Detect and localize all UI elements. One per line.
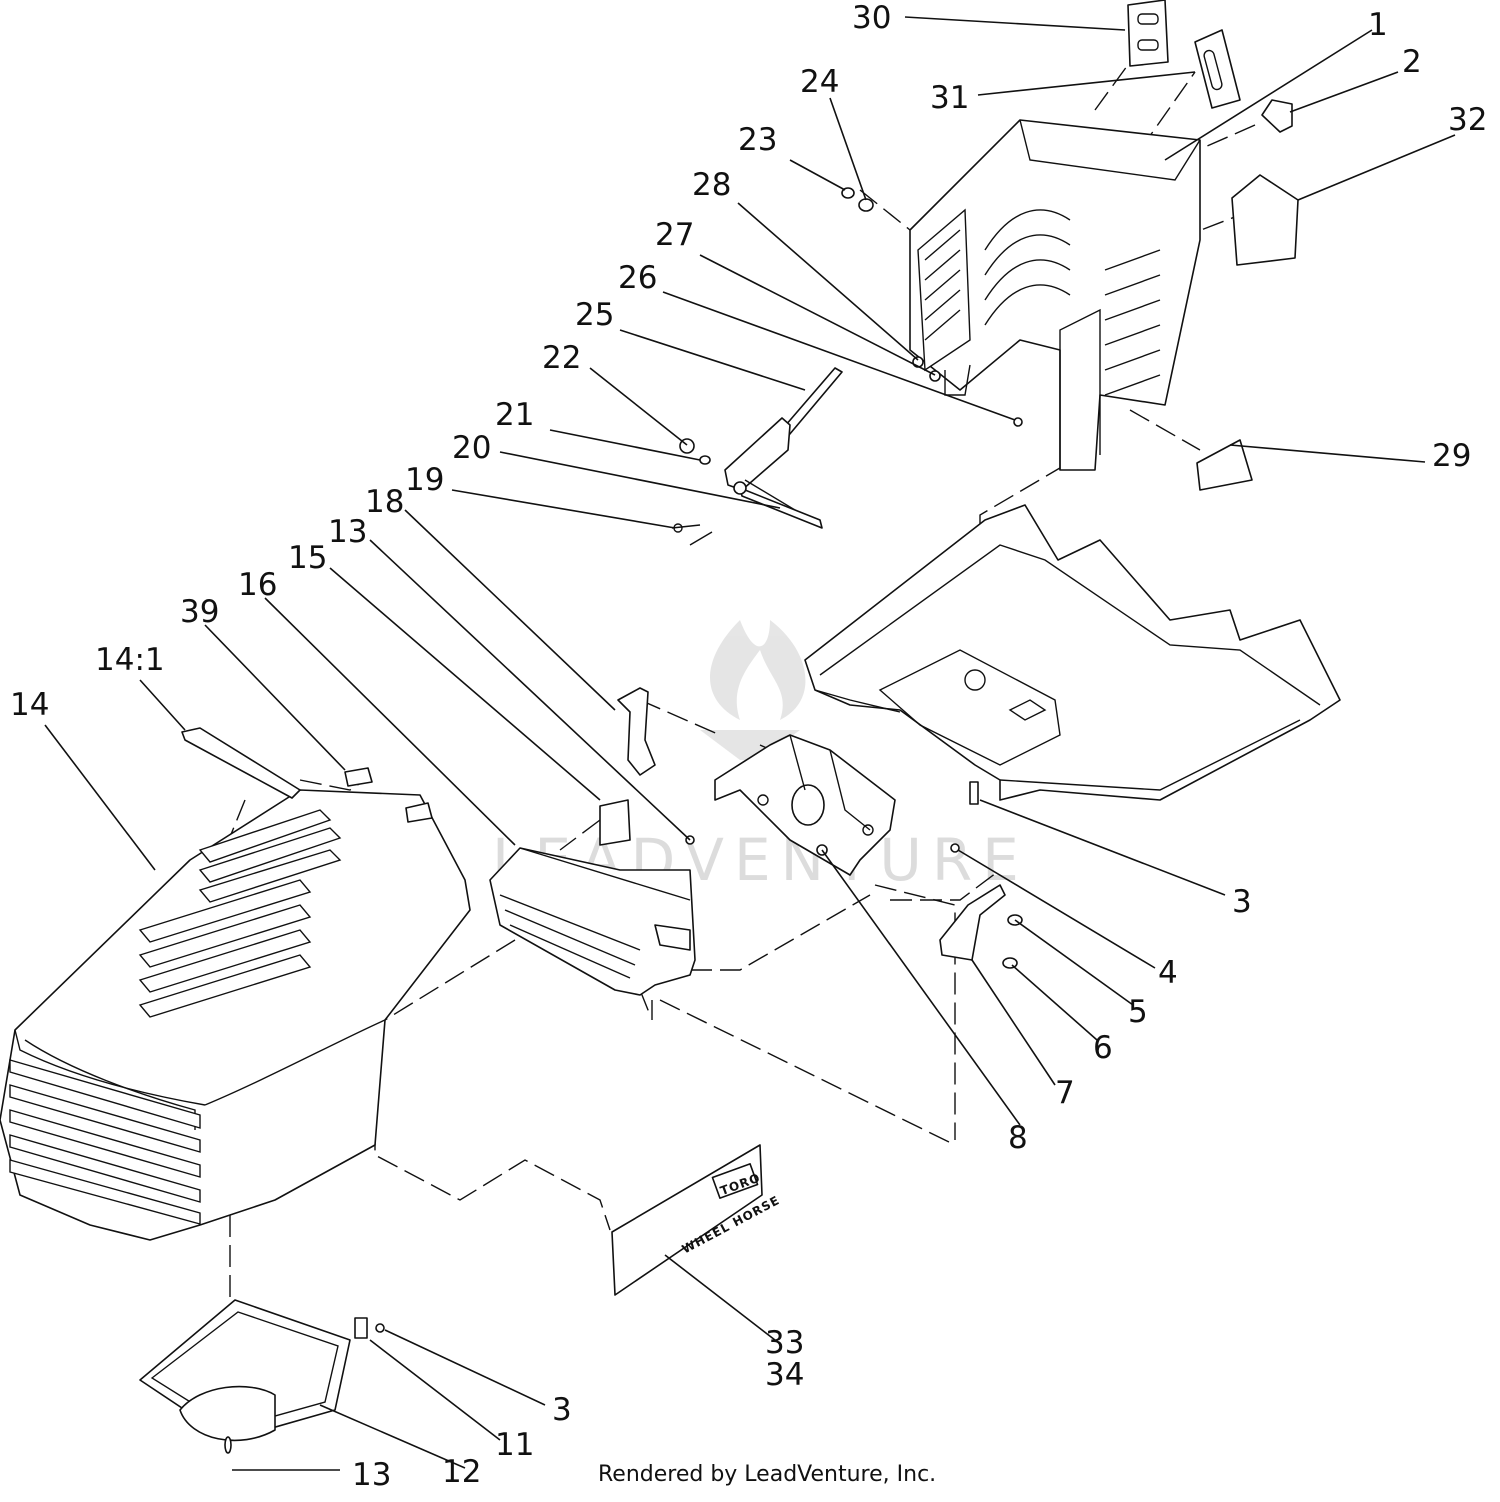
- dash-panel: [909, 119, 1201, 471]
- callout-26: 26: [618, 260, 657, 296]
- callout-33: 33: [765, 1325, 804, 1361]
- callout-23: 23: [738, 122, 777, 158]
- callout-12: 12: [442, 1454, 481, 1490]
- render-credit: Rendered by LeadVenture, Inc.: [598, 1462, 937, 1487]
- knob-2: [1261, 99, 1293, 133]
- callout-19: 19: [405, 462, 444, 498]
- callout-18: 18: [365, 484, 404, 520]
- callout-3-upper: 3: [1232, 884, 1252, 920]
- callout-14: 14: [10, 687, 49, 723]
- callout-2: 2: [1402, 44, 1422, 80]
- dash-hardware: [841, 187, 1023, 427]
- callout-27: 27: [655, 217, 694, 253]
- steering-support: [714, 734, 896, 876]
- callout-20: 20: [452, 430, 491, 466]
- decal-pad: [405, 802, 433, 823]
- callout-3-lower: 3: [552, 1392, 572, 1428]
- callout-7: 7: [1055, 1075, 1075, 1111]
- callout-34: 34: [765, 1357, 804, 1393]
- decal-29: [1196, 439, 1253, 491]
- decal-30: [1127, 0, 1169, 67]
- callout-31: 31: [930, 80, 969, 116]
- callout-22: 22: [542, 340, 581, 376]
- hood: [0, 727, 471, 1241]
- callout-21: 21: [495, 397, 534, 433]
- front-grille: [489, 799, 828, 1020]
- callout-39: 39: [180, 594, 219, 630]
- callout-4: 4: [1158, 955, 1178, 991]
- callout-29: 29: [1432, 438, 1471, 474]
- decal-39: [344, 767, 373, 787]
- decal-15: [599, 799, 631, 846]
- decal-32: [1231, 174, 1299, 266]
- callout-25: 25: [575, 297, 614, 333]
- decal-14-1: [181, 727, 301, 799]
- callout-28: 28: [692, 167, 731, 203]
- callout-1: 1: [1368, 7, 1388, 43]
- callout-13-lower: 13: [352, 1457, 391, 1493]
- leader-lines: [44, 16, 1456, 1471]
- callout-5: 5: [1128, 994, 1148, 1030]
- callout-32: 32: [1448, 102, 1487, 138]
- callout-24: 24: [800, 64, 839, 100]
- callout-14-1: 14:1: [95, 642, 165, 678]
- callout-16: 16: [238, 567, 277, 603]
- lever-assembly: [671, 367, 843, 546]
- callout-15: 15: [288, 540, 327, 576]
- small-decals: [1127, 0, 1299, 491]
- callout-8: 8: [1008, 1120, 1028, 1156]
- footrest-deck: [804, 504, 1341, 801]
- callout-11: 11: [495, 1427, 534, 1463]
- headlight-frame: [139, 1299, 385, 1454]
- bracket-7: [939, 781, 1023, 969]
- callout-30: 30: [852, 0, 891, 36]
- side-decal: TORO WHEEL HORSE: [611, 1144, 782, 1296]
- callout-13: 13: [328, 514, 367, 550]
- bracket-18: [617, 687, 656, 776]
- callout-6: 6: [1093, 1030, 1113, 1066]
- callout-labels: 30 31 1 2 24 32 23 28 27 26 25 22 21 20 …: [10, 0, 1487, 1493]
